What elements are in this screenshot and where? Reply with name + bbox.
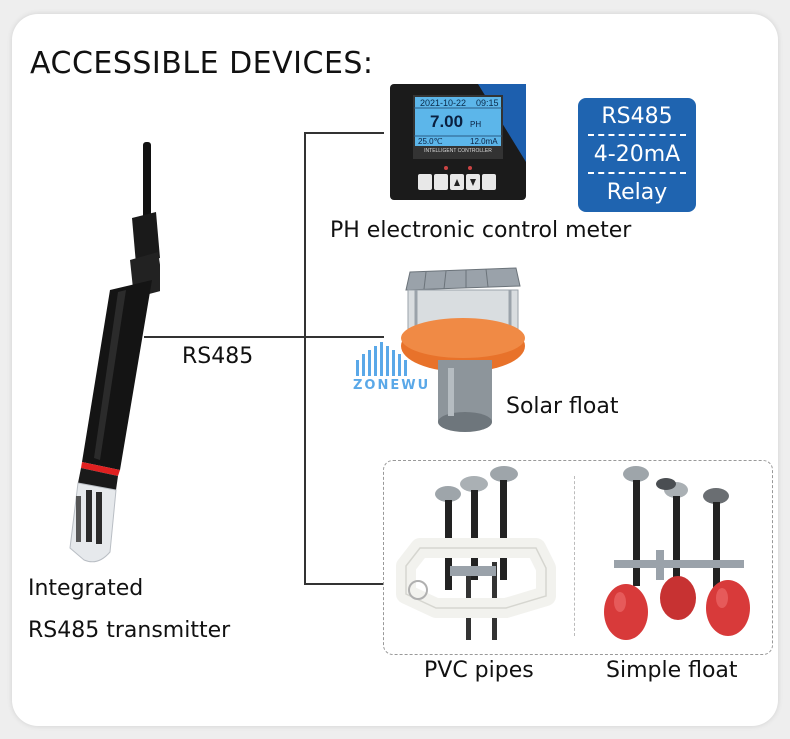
pvc-pipes-label: PVC pipes [424, 658, 534, 683]
meter-screen-date: 2021-10-22 [420, 98, 467, 108]
mounting-options-box [383, 460, 773, 655]
mounting-options-divider [574, 476, 575, 636]
badge-divider-1 [588, 134, 686, 136]
output-relay: Relay [606, 180, 668, 205]
watermark-text: ZONEWU [353, 378, 431, 393]
meter-screen-current: 12.0mA [470, 137, 498, 146]
ph-meter-label: PH electronic control meter [330, 218, 632, 243]
transmitter-probe-image [69, 142, 160, 563]
simple-float-label: Simple float [606, 658, 738, 683]
solar-float-label: Solar float [506, 394, 619, 419]
rs485-connection-label: RS485 [182, 344, 254, 369]
connector-to-meter [304, 132, 384, 134]
transmitter-label-line1: Integrated [28, 576, 144, 601]
page-title: ACCESSIBLE DEVICES: [30, 46, 374, 81]
transmitter-label-line2: RS485 transmitter [28, 618, 231, 643]
badge-divider-2 [588, 172, 686, 174]
meter-screen-unit: PH [470, 120, 482, 129]
output-4-20ma: 4-20mA [593, 142, 681, 167]
pvc-pipes-image [396, 466, 556, 640]
solar-float-image [401, 267, 525, 432]
meter-screen-caption: INTELLIGENT CONTROLLER [424, 148, 492, 154]
meter-screen-value: 7.00 [430, 112, 464, 131]
output-badge: RS485 4-20mA Relay [578, 98, 696, 212]
watermark-bars-icon [356, 342, 407, 376]
connector-to-pipes [304, 583, 384, 585]
connector-horizontal [144, 336, 384, 338]
connector-vertical [304, 132, 306, 584]
meter-screen-temp: 25.0℃ [418, 137, 443, 146]
meter-screen-time: 09:15 [476, 98, 499, 108]
output-rs485: RS485 [601, 104, 673, 129]
ph-meter-image: 2021-10-22 09:15 7.00 PH 25.0℃ 12.0mA IN… [388, 82, 532, 204]
simple-float-image [604, 466, 750, 640]
